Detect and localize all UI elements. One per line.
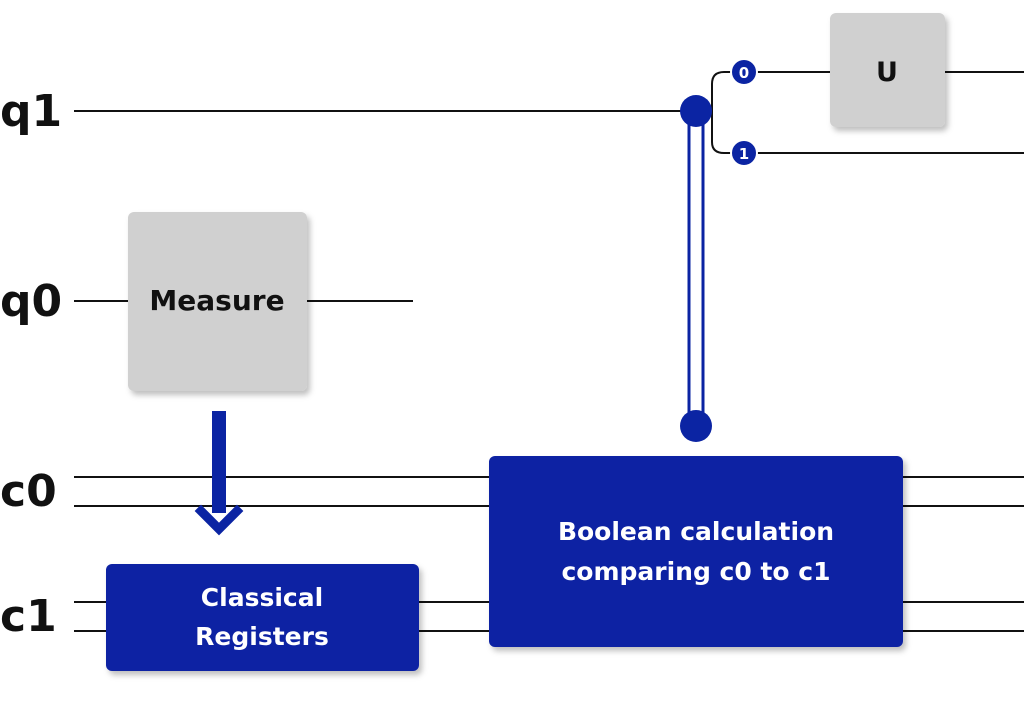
boolean-calculation-line2: comparing c0 to c1 bbox=[561, 557, 830, 586]
classical-control-line bbox=[687, 111, 705, 426]
classical-registers-box: Classical Registers bbox=[106, 564, 419, 671]
control-node-q1 bbox=[680, 95, 712, 127]
branch-0-node: 0 bbox=[730, 58, 758, 86]
branch-0-label: 0 bbox=[739, 64, 749, 82]
down-arrow-icon bbox=[194, 411, 244, 536]
boolean-calculation-line1: Boolean calculation bbox=[558, 517, 834, 546]
measure-label: Measure bbox=[149, 284, 284, 317]
q0-label: q0 bbox=[0, 276, 62, 327]
measure-gate: Measure bbox=[128, 212, 307, 391]
branch-1-node: 1 bbox=[730, 139, 758, 167]
q1-label: q1 bbox=[0, 86, 62, 137]
classical-registers-line2: Registers bbox=[195, 622, 329, 651]
c1-label: c1 bbox=[0, 591, 57, 642]
classical-registers-line1: Classical bbox=[201, 583, 323, 612]
boolean-calculation-box: Boolean calculation comparing c0 to c1 bbox=[489, 456, 903, 647]
branch-1-label: 1 bbox=[739, 145, 749, 163]
u-gate-label: U bbox=[876, 57, 898, 88]
branch-1-connector bbox=[711, 111, 744, 154]
c0-label: c0 bbox=[0, 466, 57, 517]
u-gate: U bbox=[830, 13, 945, 127]
control-node-classical bbox=[680, 410, 712, 442]
branch-0-connector bbox=[697, 71, 744, 112]
